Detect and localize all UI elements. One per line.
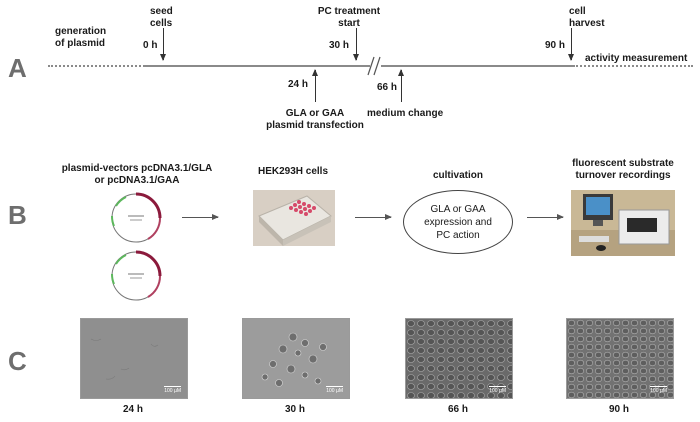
arrow-harvest [568, 28, 574, 61]
arrow-medium-change [398, 69, 404, 102]
label-medium-change: medium change [367, 108, 444, 119]
arrow-seed [160, 28, 166, 61]
label-seed-cells: seed cells [150, 6, 173, 29]
plate-reader-photo [571, 190, 675, 256]
oval-text: GLA or GAA expression and PC action [424, 203, 492, 241]
timeline-dotted-right [573, 65, 693, 67]
panel-letter-c: C [8, 346, 27, 376]
label-time: 24 h [122, 404, 143, 415]
label-time: 66 h [447, 404, 468, 415]
label-pc-treatment-start: PC treatment start [317, 6, 381, 29]
label-66h: 66 h [377, 82, 398, 93]
plasmid-map-icon [108, 190, 164, 246]
arrow-transfection [312, 69, 318, 102]
cultivation-oval: GLA or GAA expression and PC action [403, 190, 513, 254]
timeline-break-icon [367, 56, 381, 76]
label-plasmid-vectors: plasmid-vectors pcDNA3.1/GLA or pcDNA3.1… [61, 163, 213, 186]
label-30h: 30 h [329, 40, 350, 51]
well-plate-photo [253, 190, 335, 246]
label-time: 90 h [608, 404, 629, 415]
label-cell-harvest: cell harvest [569, 6, 605, 29]
panel-letter-b: B [8, 200, 27, 230]
arrow-b3 [527, 214, 564, 220]
scale-bar: 100 µM [489, 386, 506, 394]
micrograph-66h: 100 µM [405, 318, 513, 399]
arrow-pc-treatment [353, 28, 359, 61]
plasmid-map-icon [108, 248, 164, 304]
timeline-segment-1 [145, 65, 370, 67]
arrow-b2 [355, 214, 392, 220]
label-0h: 0 h [143, 40, 158, 51]
micrograph-30h: 100 µM [242, 318, 350, 399]
arrow-b1 [182, 214, 219, 220]
label-90h: 90 h [545, 40, 566, 51]
micrograph-90h: 100 µM [566, 318, 674, 399]
label-transfection: GLA or GAA plasmid transfection [266, 108, 364, 131]
label-24h: 24 h [288, 79, 309, 90]
label-hek293h-cells: HEK293H cells [257, 166, 329, 177]
scale-bar: 100 µM [650, 386, 667, 394]
label-fluorescent-recordings: fluorescent substrate turnover recording… [572, 158, 674, 181]
scale-bar: 100 µM [164, 386, 181, 394]
timeline-segment-2 [381, 65, 573, 67]
label-activity-measurement: activity measurement [585, 53, 688, 64]
timeline-dotted-left [48, 65, 145, 67]
panel-letter-a: A [8, 53, 27, 83]
label-time: 30 h [284, 404, 305, 415]
label-generation-of-plasmid: generation of plasmid [55, 26, 107, 49]
scale-bar: 100 µM [326, 386, 343, 394]
micrograph-24h: 100 µM [80, 318, 188, 399]
label-cultivation: cultivation [432, 170, 483, 181]
